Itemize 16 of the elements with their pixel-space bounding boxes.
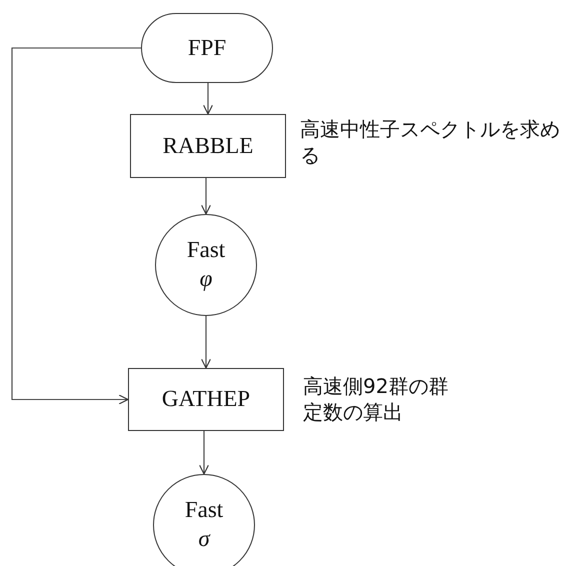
arrow <box>198 431 210 475</box>
annotation-text: 高速中性子スペクトルを求める <box>300 116 561 168</box>
node-label: RABBLE <box>162 132 254 160</box>
arrow <box>202 83 214 115</box>
node-label: GATHEP <box>162 385 250 414</box>
process-box <box>128 368 284 431</box>
arrow <box>11 47 141 405</box>
process-box <box>130 114 286 178</box>
annotation-text: 高速側92群の群定数の算出 <box>303 373 450 425</box>
node-label: FPF <box>188 34 226 62</box>
arrow <box>200 316 212 369</box>
node-label: Fast <box>186 236 226 264</box>
arrow <box>200 178 212 215</box>
symbol-label: φ <box>200 265 212 293</box>
node-label: Fast <box>184 496 224 524</box>
symbol-label: σ <box>198 525 210 553</box>
